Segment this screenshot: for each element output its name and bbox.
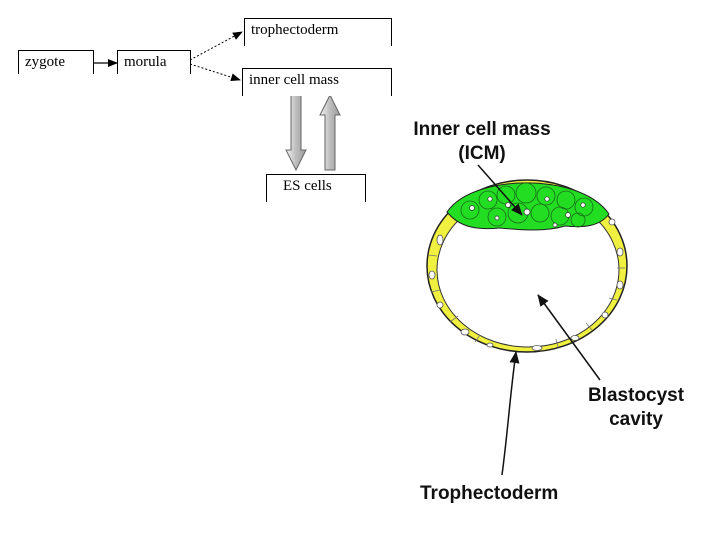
cavity-label-line2: cavity [609,409,663,430]
zygote-label: zygote [25,54,65,70]
box-es-cells: ES cells [266,174,366,202]
arrow-es-cells-to-icm [319,93,341,171]
arrow-morula-trophectoderm [189,31,243,61]
pointer-icm [477,164,523,216]
cavity-label-line1: Blastocyst [587,385,685,406]
box-zygote: zygote [18,50,94,74]
trophectoderm-flow-label: trophectoderm [251,22,339,38]
box-inner-cell-mass: inner cell mass [242,68,392,96]
morula-label: morula [124,54,167,70]
trophectoderm-label-text: Trophectoderm [420,483,559,504]
blastocyst-illustration [426,179,628,353]
pointer-cavity [537,294,601,381]
arrow-icm-to-es-cells [285,94,307,172]
trophectoderm-label: Trophectoderm [420,482,558,506]
inner-cell-mass-flow-label: inner cell mass [249,72,339,88]
cavity-label: Blastocyst cavity [576,384,696,432]
icm-label: Inner cell mass (ICM) [396,118,568,166]
box-morula: morula [117,50,191,74]
box-trophectoderm: trophectoderm [244,18,392,46]
pointer-trophectoderm [501,351,520,476]
icm-label-line2: (ICM) [458,143,506,164]
arrow-morula-icm [189,63,241,82]
icm-label-line1: Inner cell mass [413,119,551,140]
es-cells-label: ES cells [283,178,332,194]
